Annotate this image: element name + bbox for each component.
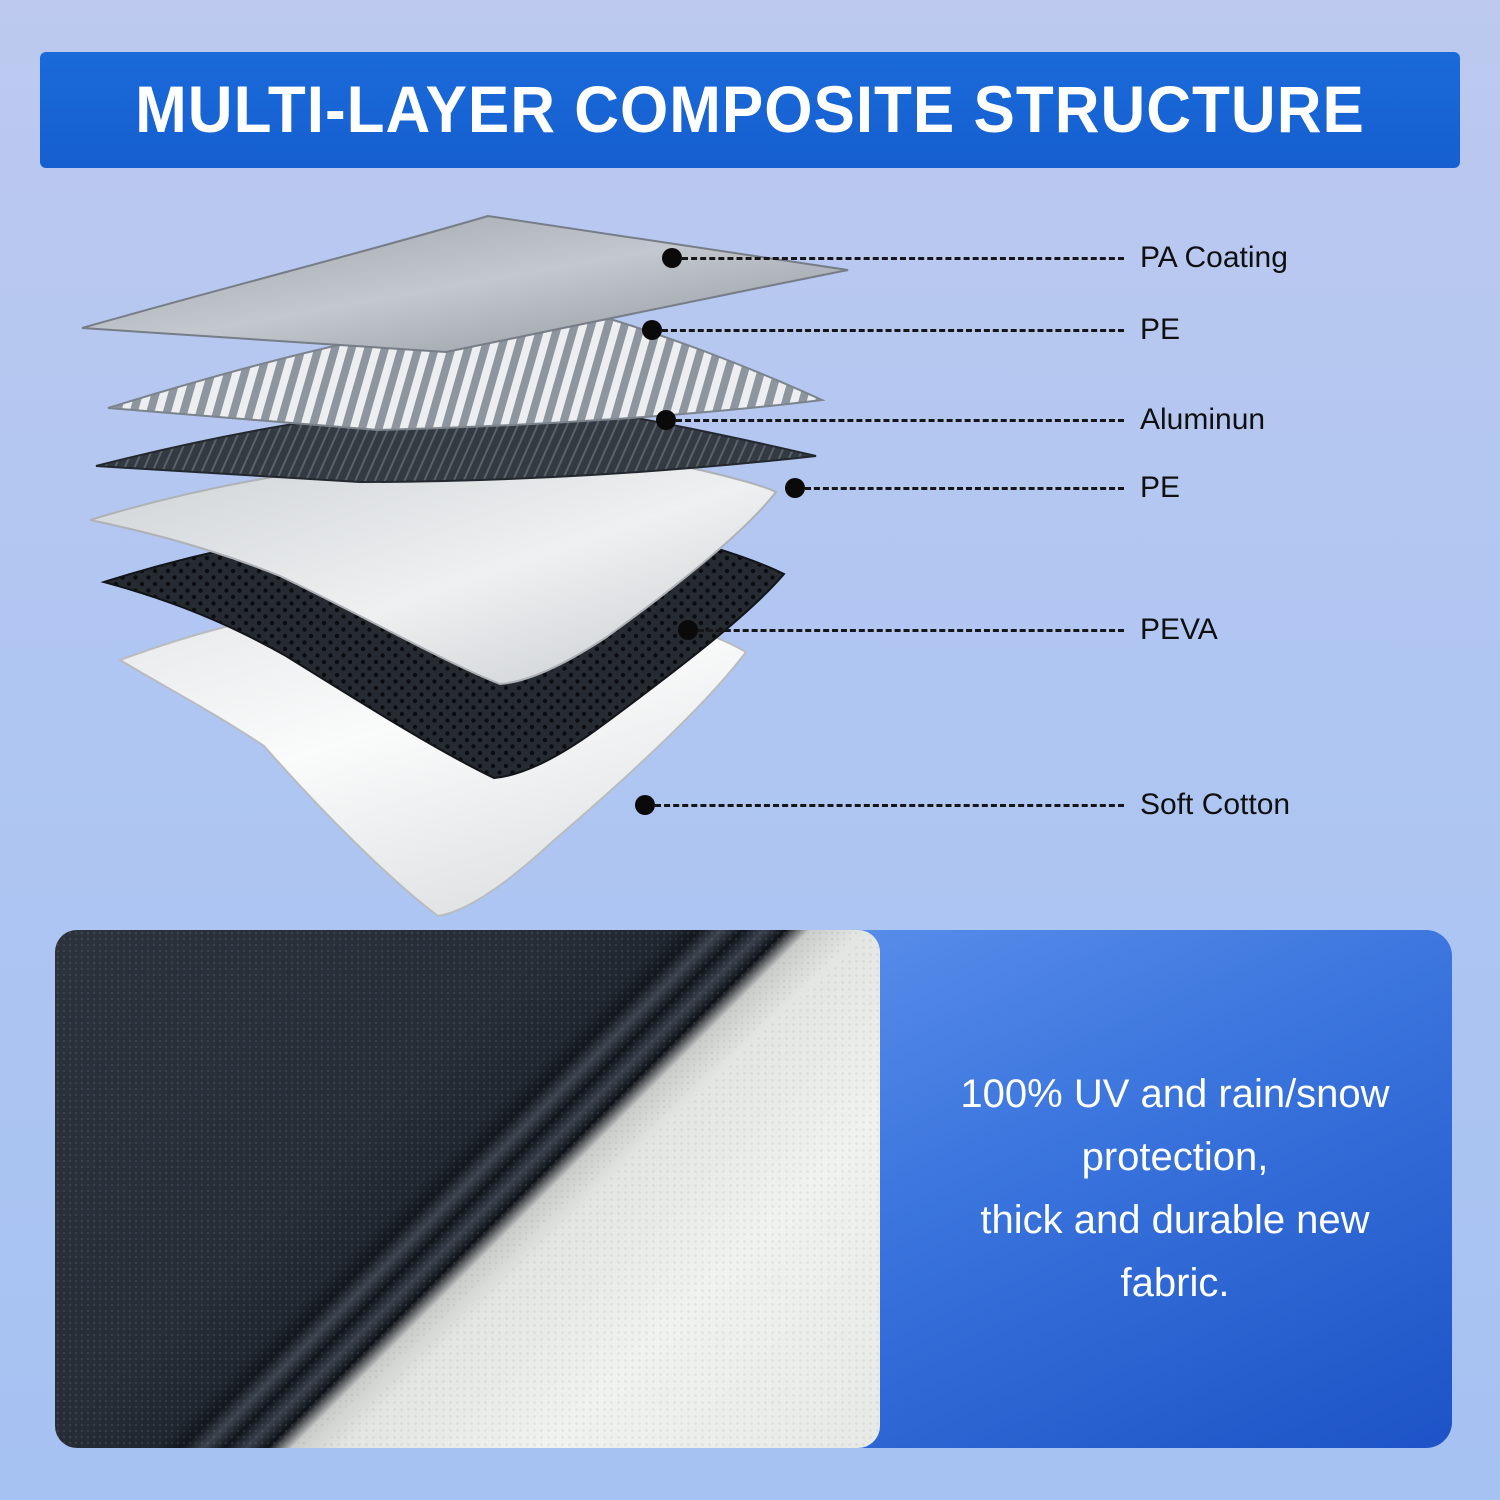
layer-label-row: Aluminun [656,403,1265,436]
info-line: fabric. [1120,1261,1230,1306]
leader-dashed-line [698,628,1124,632]
leader-dot [656,410,676,430]
leader-dashed-line [682,256,1124,260]
leader-dot [642,320,662,340]
leader-dashed-line [676,418,1124,422]
layer-label: Aluminun [1140,403,1266,436]
layer-label-row: PA Coating [662,241,1288,274]
leader-dashed-line [655,803,1124,807]
layer-label-row: PE [642,313,1180,346]
layer-label-row: PEVA [678,613,1218,646]
layer-label: Soft Cotton [1140,788,1291,821]
layer-label-row: Soft Cotton [635,788,1290,821]
leader-dot [678,620,698,640]
leader-dashed-line [805,486,1124,490]
info-line: protection, [1081,1134,1269,1179]
page-title: MULTI-LAYER COMPOSITE STRUCTURE [135,73,1365,147]
leader-dot [662,248,682,268]
fabric-closeup-photo [55,930,880,1448]
layer-label-row: PE [785,471,1180,504]
info-line: thick and durable new [980,1198,1370,1242]
layer-diagram [60,190,900,960]
info-line: 100% UV and rain/snow [960,1071,1390,1116]
layer-label: PEVA [1140,613,1218,646]
leader-dot [785,478,805,498]
layer-label: PE [1140,471,1181,504]
title-banner: MULTI-LAYER COMPOSITE STRUCTURE [40,52,1460,168]
layer-pa-coating [81,214,849,354]
layer-label: PA Coating [1140,241,1288,274]
layer-diagram-svg [81,214,849,918]
leader-dashed-line [662,328,1124,332]
leader-dot [635,795,655,815]
info-text-block: 100% UV and rain/snow protection, thick … [930,930,1420,1448]
layer-label: PE [1140,313,1181,346]
